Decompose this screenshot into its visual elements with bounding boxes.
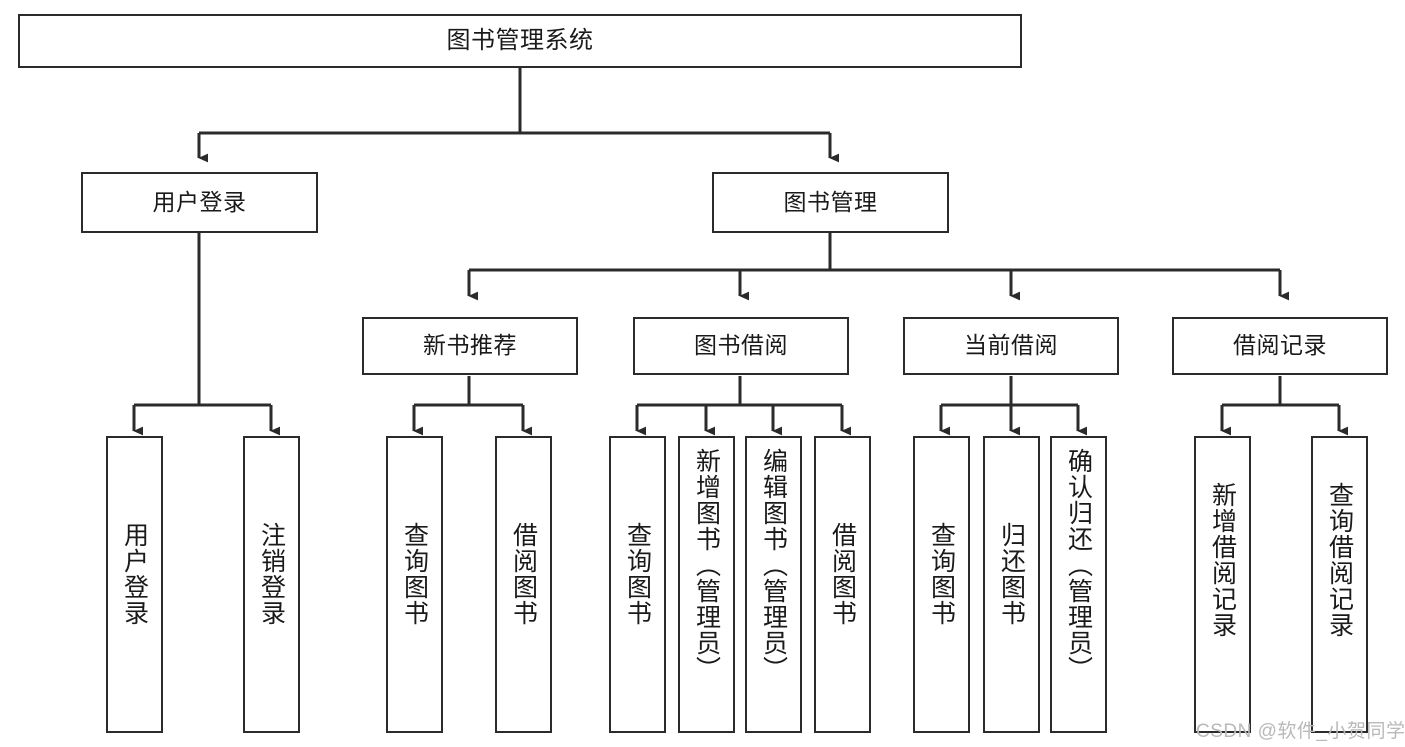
leaf-add-borrow-record[interactable]: 新增借阅记录 bbox=[1194, 436, 1251, 733]
edge-root-to-level1 bbox=[197, 68, 840, 163]
node-label: 查询图书 bbox=[623, 522, 652, 626]
node-new-book-recommend[interactable]: 新书推荐 bbox=[362, 317, 578, 375]
leaf-return-book[interactable]: 归还图书 bbox=[983, 436, 1040, 733]
node-current-borrow[interactable]: 当前借阅 bbox=[903, 317, 1119, 375]
edge-new-book-recommend-to-leaves bbox=[412, 376, 533, 436]
node-label: 编辑图书（管理员） bbox=[759, 448, 788, 682]
edge-current-borrow-to-leaves bbox=[939, 376, 1088, 436]
leaf-confirm-return-admin[interactable]: 确认归还（管理员） bbox=[1050, 436, 1107, 733]
edge-book-borrow-to-leaves bbox=[635, 376, 852, 436]
leaf-user-login[interactable]: 用户登录 bbox=[106, 436, 163, 733]
node-label: 用户登录 bbox=[152, 188, 247, 215]
node-label: 新增借阅记录 bbox=[1208, 482, 1237, 638]
node-borrow-record[interactable]: 借阅记录 bbox=[1172, 317, 1388, 375]
node-label: 归还图书 bbox=[997, 522, 1026, 626]
node-book-management[interactable]: 图书管理 bbox=[712, 172, 949, 233]
node-label: 图书管理系统 bbox=[446, 26, 594, 54]
node-label: 用户登录 bbox=[120, 522, 149, 626]
leaf-add-book-admin[interactable]: 新增图书（管理员） bbox=[678, 436, 735, 733]
node-label: 查询借阅记录 bbox=[1325, 482, 1354, 638]
leaf-borrow-book-recommend[interactable]: 借阅图书 bbox=[495, 436, 552, 733]
leaf-edit-book-admin[interactable]: 编辑图书（管理员） bbox=[745, 436, 802, 733]
node-label: 借阅图书 bbox=[828, 522, 857, 626]
node-label: 图书借阅 bbox=[694, 332, 788, 359]
node-label: 图书管理 bbox=[783, 188, 878, 215]
node-label: 查询图书 bbox=[400, 522, 429, 626]
node-user-login[interactable]: 用户登录 bbox=[81, 172, 318, 233]
edge-book-management-to-level2 bbox=[467, 233, 1290, 301]
leaf-logout-login[interactable]: 注销登录 bbox=[243, 436, 300, 733]
node-label: 借阅记录 bbox=[1233, 332, 1327, 359]
node-label: 确认归还（管理员） bbox=[1064, 448, 1093, 682]
leaf-query-book-recommend[interactable]: 查询图书 bbox=[386, 436, 443, 733]
node-label: 查询图书 bbox=[927, 522, 956, 626]
leaf-query-book-current[interactable]: 查询图书 bbox=[913, 436, 970, 733]
node-label: 新书推荐 bbox=[423, 332, 517, 359]
edge-borrow-record-to-leaves bbox=[1220, 376, 1349, 436]
leaf-query-book-borrow[interactable]: 查询图书 bbox=[609, 436, 666, 733]
node-book-borrow[interactable]: 图书借阅 bbox=[633, 317, 849, 375]
node-root-system[interactable]: 图书管理系统 bbox=[18, 14, 1022, 68]
edge-user-login-to-leaves bbox=[132, 233, 281, 436]
leaf-query-borrow-record[interactable]: 查询借阅记录 bbox=[1311, 436, 1368, 733]
leaf-borrow-book-borrow[interactable]: 借阅图书 bbox=[814, 436, 871, 733]
node-label: 借阅图书 bbox=[509, 522, 538, 626]
node-label: 新增图书（管理员） bbox=[692, 448, 721, 682]
node-label: 注销登录 bbox=[257, 522, 286, 626]
node-label: 当前借阅 bbox=[964, 332, 1058, 359]
csdn-watermark: CSDN @软件_小贺同学 bbox=[1196, 721, 1405, 742]
